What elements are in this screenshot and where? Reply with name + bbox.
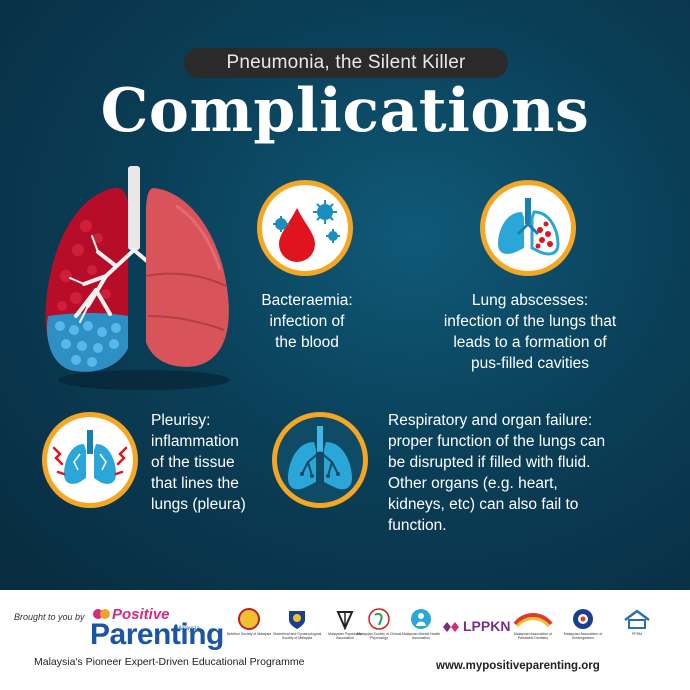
brought-by-label: Brought to you by bbox=[14, 612, 85, 622]
pleurisy-line-5: lungs (pleura) bbox=[151, 496, 246, 513]
brand-malaysia: Malaysia bbox=[176, 626, 200, 632]
ogsm-crest-icon bbox=[289, 611, 305, 629]
partner-logo-paediatric-dentistry: Malaysian Association of Paediatric Dent… bbox=[508, 608, 558, 654]
abscess-text: Lung abscesses: infection of the lungs t… bbox=[414, 290, 646, 374]
failure-line-3: be disrupted if filled with fluid. bbox=[388, 454, 591, 471]
abscess-line-1: Lung abscesses: bbox=[471, 292, 589, 309]
heart-logo-icon bbox=[93, 609, 110, 619]
mental-health-association-icon bbox=[411, 609, 431, 629]
bacteraemia-line-2: infection of bbox=[269, 313, 345, 330]
failing-lungs-icon bbox=[272, 412, 368, 508]
lppkn-label: LPPKN bbox=[463, 618, 511, 634]
footer: Brought to you by Positive Malaysia Pare… bbox=[0, 590, 690, 690]
failure-line-4: Other organs (e.g. heart, bbox=[388, 475, 558, 492]
nutrition-society-icon bbox=[238, 608, 260, 630]
failure-text: Respiratory and organ failure: proper fu… bbox=[388, 410, 658, 536]
failure-line-6: function. bbox=[388, 517, 447, 534]
pleurisy-line-3: of the tissue bbox=[151, 454, 235, 471]
bacteraemia-line-1: Bacteraemia: bbox=[261, 292, 353, 309]
lppkn-logo-icon bbox=[443, 622, 459, 632]
psychiatric-association-icon bbox=[336, 611, 354, 630]
paediatric-dentistry-icon bbox=[513, 613, 553, 628]
partner-logo-kindergartens: Malaysian Association of Kindergartens bbox=[558, 608, 608, 654]
partner-logo-ppsm: PPSM bbox=[612, 608, 662, 654]
bacteraemia-line-3: the blood bbox=[275, 334, 339, 351]
pleurisy-text: Pleurisy: inflammation of the tissue tha… bbox=[151, 410, 271, 515]
bacteraemia-text: Bacteraemia: infection of the blood bbox=[248, 290, 366, 353]
subtitle-pill: Pneumonia, the Silent Killer bbox=[184, 48, 508, 78]
partner-logo-mmha: Malaysian Mental Health Association bbox=[396, 608, 446, 654]
brand-positive: Positive bbox=[112, 606, 170, 623]
abscess-line-2: infection of the lungs that bbox=[443, 313, 617, 330]
pleurisy-line-2: inflammation bbox=[151, 433, 239, 450]
tagline: Malaysia's Pioneer Expert-Driven Educati… bbox=[34, 656, 305, 668]
pleurisy-line-4: that lines the bbox=[151, 475, 239, 492]
failure-line-1: Respiratory and organ failure: bbox=[388, 412, 593, 429]
abscess-line-4: pus-filled cavities bbox=[470, 355, 590, 372]
lungs-illustration bbox=[45, 166, 230, 390]
partner-logo-ogsm: Obstetrical and Gynaecological Society o… bbox=[272, 608, 322, 654]
failure-line-2: proper function of the lungs can bbox=[388, 433, 606, 450]
pleurisy-line-1: Pleurisy: bbox=[151, 412, 211, 429]
partner-logo-psychiatric: Malaysian Psychiatric Association bbox=[320, 608, 370, 654]
page-title: Complications bbox=[100, 76, 590, 146]
lungs-abscess-icon bbox=[480, 180, 576, 276]
kindergartens-association-icon bbox=[573, 609, 593, 629]
website-url[interactable]: www.mypositiveparenting.org bbox=[436, 660, 600, 672]
clinical-psychology-icon bbox=[368, 608, 390, 630]
partner-logo-clinical-psychology: Malaysian Society of Clinical Psychology bbox=[354, 608, 404, 654]
abscess-line-3: leads to a formation of bbox=[453, 334, 607, 351]
partner-logo-nutrition: Nutrition Society of Malaysia bbox=[224, 608, 274, 654]
inflamed-lungs-icon bbox=[42, 412, 138, 508]
hero-panel: Pneumonia, the Silent Killer Complicatio… bbox=[0, 0, 690, 590]
failure-line-5: kidneys, etc) can also fail to bbox=[388, 496, 579, 513]
ppsm-logo-icon bbox=[624, 609, 650, 629]
brand-parenting: Parenting bbox=[90, 618, 224, 651]
blood-drop-bacteria-icon bbox=[257, 180, 353, 276]
